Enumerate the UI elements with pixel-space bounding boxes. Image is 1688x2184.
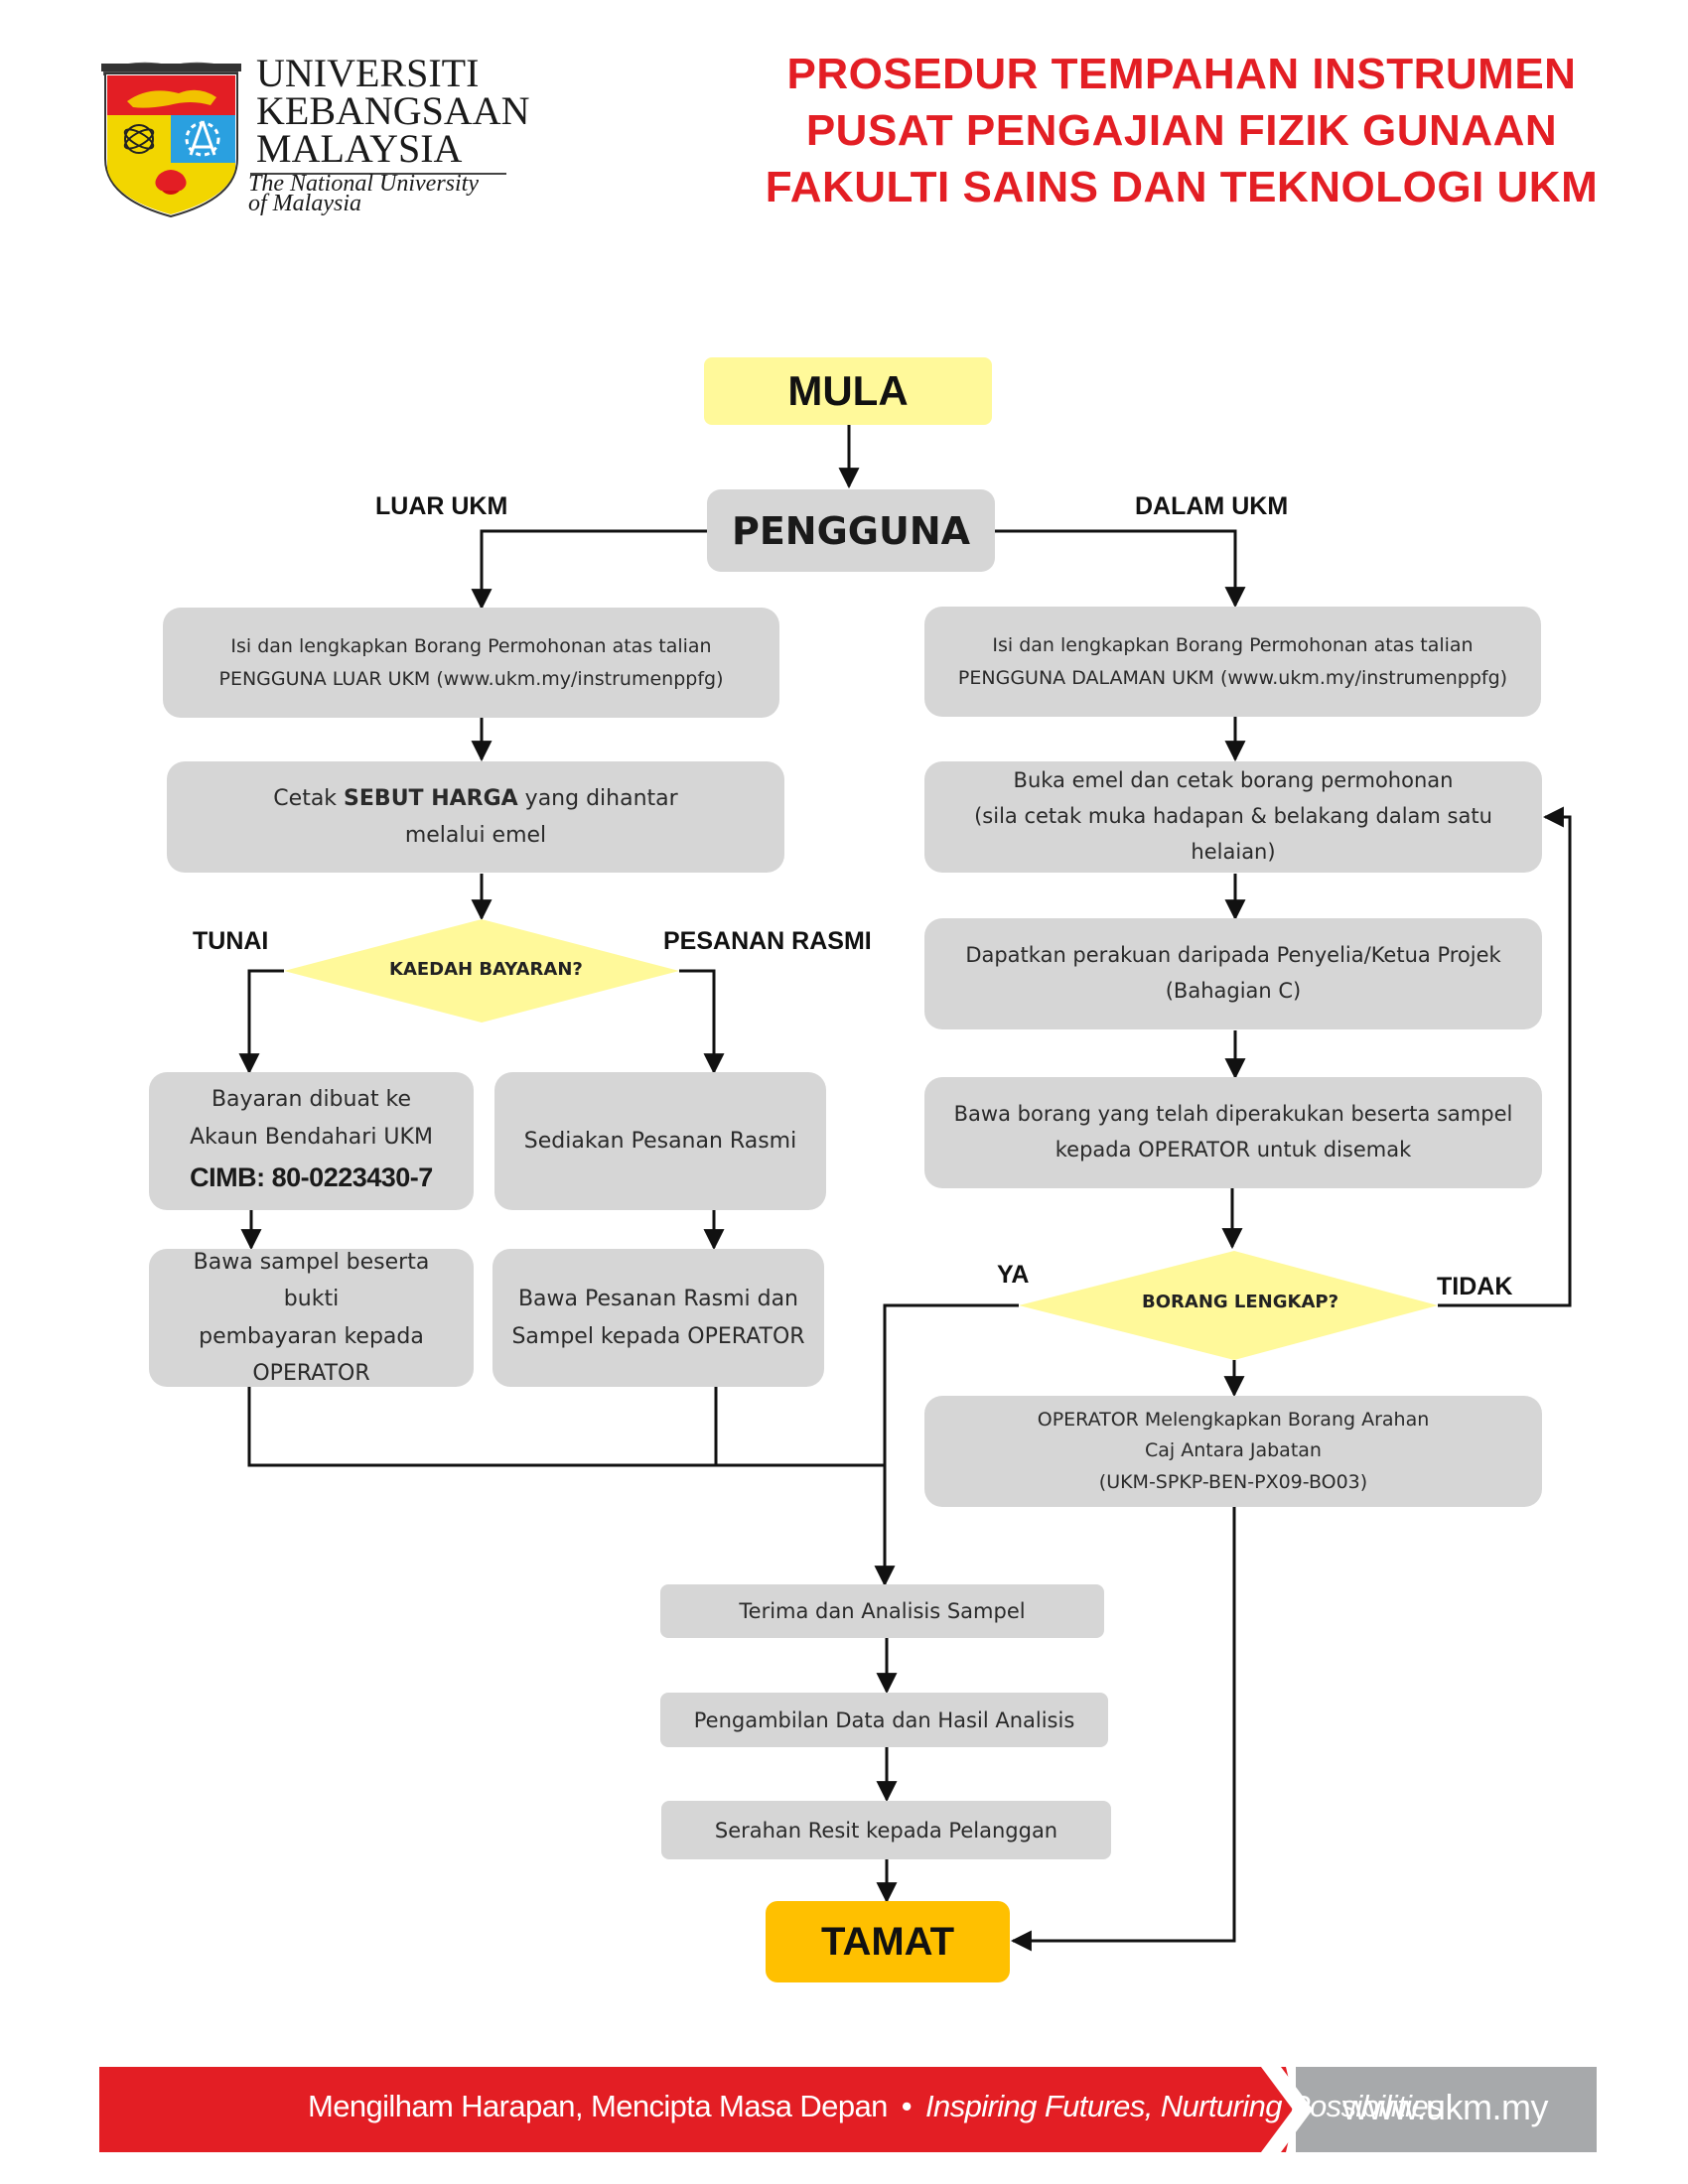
email-line-2: (sila cetak muka hadapan & belakang dala… bbox=[974, 804, 1492, 864]
footer-slogan-ms: Mengilham Harapan, Mencipta Masa Depan bbox=[308, 2089, 888, 2123]
cimb-account: CIMB: 80-0223430-7 bbox=[190, 1161, 433, 1192]
quote-suffix: yang dihantar bbox=[517, 785, 678, 811]
pesanan-rasmi-box: Sediakan Pesanan Rasmi bbox=[494, 1072, 826, 1210]
payment-decision-diamond bbox=[284, 919, 679, 1023]
footer-slogan: Mengilham Harapan, Mencipta Masa Depan •… bbox=[308, 2089, 1444, 2124]
approval-line-1: Dapatkan perakuan daripada Penyelia/Ketu… bbox=[965, 943, 1501, 968]
receipt-box: Serahan Resit kepada Pelanggan bbox=[661, 1801, 1111, 1859]
pesanan-bring-box: Bawa Pesanan Rasmi dan Sampel kepada OPE… bbox=[492, 1249, 824, 1387]
label-tunai: TUNAI bbox=[193, 927, 269, 955]
label-pesanan-rasmi: PESANAN RASMI bbox=[663, 927, 872, 955]
quote-bold: SEBUT HARGA bbox=[344, 785, 518, 811]
user-label: PENGGUNA bbox=[731, 508, 971, 553]
title-line-2: PUSAT PENGAJIAN FIZIK GUNAAN bbox=[805, 106, 1558, 155]
approval-line-2: (Bahagian C) bbox=[1165, 979, 1302, 1003]
data-results-box: Pengambilan Data dan Hasil Analisis bbox=[660, 1693, 1108, 1747]
logo-line-malaysia: MALAYSIA bbox=[256, 126, 463, 171]
quote-line-1: Cetak SEBUT HARGA yang dihantar bbox=[273, 780, 677, 817]
label-luar-ukm: LUAR UKM bbox=[375, 492, 508, 520]
email-print-box: Buka emel dan cetak borang permohonan (s… bbox=[924, 761, 1542, 873]
start-label: MULA bbox=[787, 367, 909, 414]
logo-tagline-1: The National University bbox=[248, 171, 479, 197]
luar-form-box: Isi dan lengkapkan Borang Permohonan ata… bbox=[163, 608, 779, 718]
logo-line-kebangsaan: KEBANGSAAN bbox=[256, 88, 530, 133]
start-terminator: MULA bbox=[704, 357, 992, 425]
tunai-bring-line-1: Bawa sampel beserta bukti bbox=[193, 1249, 430, 1312]
quote-box: Cetak SEBUT HARGA yang dihantar melalui … bbox=[167, 761, 784, 873]
label-tidak: TIDAK bbox=[1437, 1273, 1513, 1300]
title-line-3: FAKULTI SAINS DAN TEKNOLOGI UKM bbox=[765, 163, 1599, 211]
bring-form-line-1: Bawa borang yang telah diperakukan beser… bbox=[953, 1102, 1513, 1127]
bring-form-box: Bawa borang yang telah diperakukan beser… bbox=[924, 1077, 1542, 1188]
label-dalam-ukm: DALAM UKM bbox=[1135, 492, 1289, 520]
bring-form-line-2: kepada OPERATOR untuk disemak bbox=[1055, 1138, 1412, 1161]
title-line-1: PROSEDUR TEMPAHAN INSTRUMEN bbox=[786, 50, 1577, 98]
quote-line-2: melalui emel bbox=[404, 823, 547, 848]
receive-analyse-box: Terima dan Analisis Sampel bbox=[660, 1584, 1104, 1638]
ukm-logo: UNIVERSITI KEBANGSAAN MALAYSIA The Natio… bbox=[99, 50, 530, 228]
luar-form-line-2: PENGGUNA LUAR UKM (www.ukm.my/instrumenp… bbox=[218, 667, 724, 690]
form-complete-question: BORANG LENGKAP? bbox=[1142, 1292, 1339, 1312]
operator-line-3: (UKM-SPKP-BEN-PX09-BO03) bbox=[1098, 1470, 1368, 1493]
tunai-bring-line-2: pembayaran kepada bbox=[199, 1323, 424, 1349]
tunai-bring-box: Bawa sampel beserta bukti pembayaran kep… bbox=[149, 1249, 474, 1387]
logo-line-universiti: UNIVERSITI bbox=[256, 51, 480, 95]
pesanan-bring-line-1: Bawa Pesanan Rasmi dan bbox=[517, 1287, 799, 1312]
logo-tagline-2: of Malaysia bbox=[248, 191, 361, 216]
tunai-payment-box: Bayaran dibuat ke Akaun Bendahari UKM CI… bbox=[149, 1072, 474, 1210]
form-complete-decision-diamond bbox=[1019, 1251, 1438, 1360]
user-node: PENGGUNA bbox=[707, 489, 995, 572]
quote-prefix: Cetak bbox=[273, 785, 345, 811]
footer-slogan-en: Inspiring Futures, Nurturing Possibiliti… bbox=[925, 2089, 1444, 2123]
dalam-form-line-2: PENGGUNA DALAMAN UKM (www.ukm.my/instrum… bbox=[957, 666, 1508, 689]
operator-line-2: Caj Antara Jabatan bbox=[1145, 1439, 1322, 1462]
footer-url[interactable]: www.ukm.my bbox=[1342, 2087, 1549, 2127]
dalam-form-line-1: Isi dan lengkapkan Borang Permohonan ata… bbox=[992, 634, 1474, 657]
pesanan-label: Sediakan Pesanan Rasmi bbox=[523, 1128, 797, 1154]
ukm-crest-icon bbox=[101, 62, 241, 218]
tunai-line-1: Bayaran dibuat ke bbox=[211, 1087, 412, 1113]
payment-question: KAEDAH BAYARAN? bbox=[389, 959, 583, 980]
email-line-1: Buka emel dan cetak borang permohonan bbox=[1013, 768, 1454, 793]
footer-bullet: • bbox=[901, 2089, 913, 2123]
approval-box: Dapatkan perakuan daripada Penyelia/Ketu… bbox=[924, 918, 1542, 1029]
operator-line-1: OPERATOR Melengkapkan Borang Arahan bbox=[1037, 1408, 1430, 1431]
pesanan-bring-line-2: Sampel kepada OPERATOR bbox=[511, 1323, 805, 1349]
operator-box: OPERATOR Melengkapkan Borang Arahan Caj … bbox=[924, 1396, 1542, 1507]
data-label: Pengambilan Data dan Hasil Analisis bbox=[693, 1707, 1075, 1732]
tunai-line-2: Akaun Bendahari UKM bbox=[190, 1124, 433, 1150]
label-ya: YA bbox=[997, 1261, 1030, 1289]
end-label: TAMAT bbox=[820, 1919, 955, 1964]
dalam-form-box: Isi dan lengkapkan Borang Permohonan ata… bbox=[924, 607, 1541, 717]
receipt-label: Serahan Resit kepada Pelanggan bbox=[714, 1818, 1058, 1843]
receive-label: Terima dan Analisis Sampel bbox=[739, 1599, 1026, 1623]
footer-banner: Mengilham Harapan, Mencipta Masa Depan •… bbox=[99, 2067, 1597, 2152]
luar-form-line-1: Isi dan lengkapkan Borang Permohonan ata… bbox=[230, 635, 712, 658]
end-terminator: TAMAT bbox=[766, 1901, 1010, 1982]
tunai-bring-line-3: OPERATOR bbox=[252, 1360, 370, 1386]
